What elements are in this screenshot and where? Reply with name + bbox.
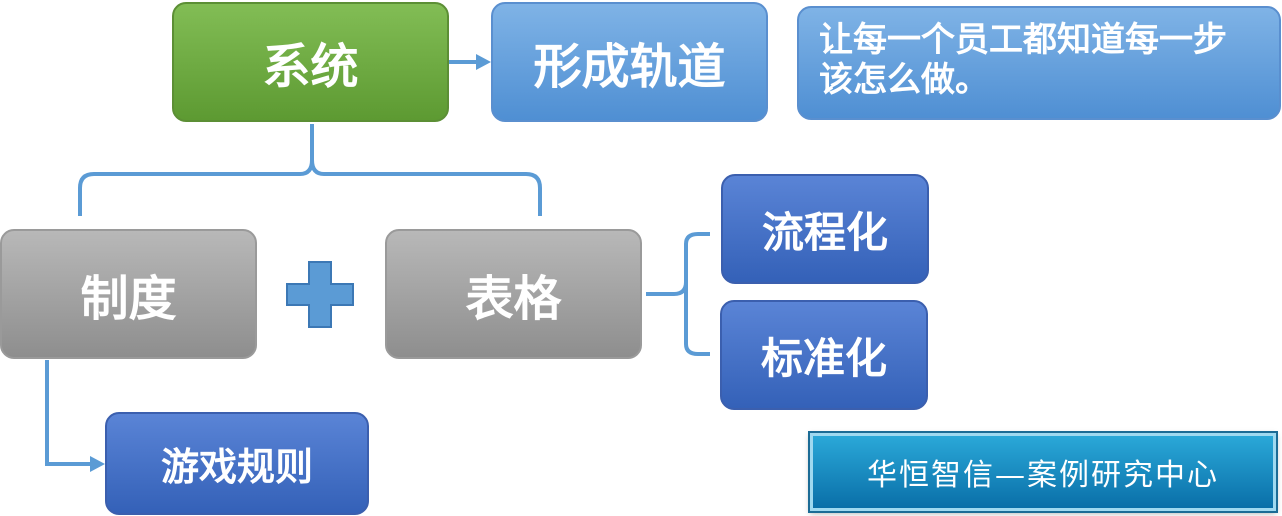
node-track: 形成轨道 bbox=[491, 2, 768, 122]
node-rules: 制度 bbox=[0, 229, 257, 359]
arrowhead-game bbox=[90, 456, 105, 472]
node-forms: 表格 bbox=[385, 229, 642, 359]
node-standard: 标准化 bbox=[720, 300, 928, 410]
arrow-rules-to-game bbox=[45, 360, 92, 466]
bracket-forms-split bbox=[646, 232, 710, 356]
footer-badge: 华恒智信—案例研究中心 bbox=[810, 433, 1276, 511]
brace-system-split bbox=[78, 124, 542, 216]
node-process: 流程化 bbox=[721, 174, 929, 284]
node-description: 让每一个员工都知道每一步该怎么做。 bbox=[797, 6, 1281, 120]
node-system: 系统 bbox=[172, 2, 449, 122]
node-game-rules: 游戏规则 bbox=[105, 412, 369, 515]
plus-icon bbox=[286, 261, 354, 328]
arrowhead-track bbox=[476, 54, 491, 70]
